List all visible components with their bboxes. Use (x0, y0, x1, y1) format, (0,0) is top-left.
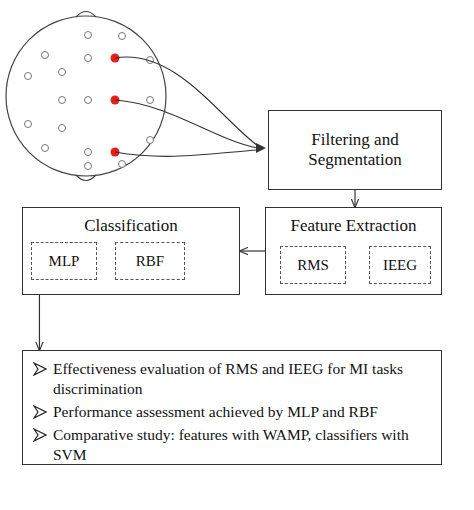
box-label: IEEG (383, 255, 417, 275)
box-label: RBF (136, 251, 164, 271)
flow-arrow (240, 250, 265, 251)
head-outline (6, 16, 166, 176)
bullet-item: Effectiveness evaluation of RMS and IEEG… (33, 359, 431, 399)
bullet-symbol (33, 428, 47, 442)
process-box: Filtering and Segmentation (268, 110, 442, 190)
process-box: ClassificationMLP RBF (22, 207, 240, 295)
flow-arrow (354, 190, 355, 207)
box-label: Filtering and Segmentation (273, 130, 437, 170)
bullet-item: Comparative study: features with WAMP, c… (33, 425, 431, 465)
box-label: RMS (297, 255, 329, 275)
method-box: RBF (115, 242, 185, 280)
bullet-item: Performance assessment achieved by MLP a… (33, 402, 431, 422)
box-label: MLP (49, 251, 80, 271)
bullet-text: Performance assessment achieved by MLP a… (53, 402, 378, 422)
process-box: Feature ExtractionRMS IEEG (265, 207, 442, 295)
method-box: RMS (280, 246, 346, 284)
active-electrodes (111, 54, 120, 157)
flow-arrow (39, 295, 40, 350)
wire-arrowhead (256, 143, 266, 153)
bullet-text: Effectiveness evaluation of RMS and IEEG… (53, 359, 431, 399)
bullet-symbol (33, 405, 47, 419)
head-ear (76, 175, 96, 181)
electrode-grid (25, 32, 154, 170)
process-box: Effectiveness evaluation of RMS and IEEG… (22, 350, 442, 465)
bullet-text: Comparative study: features with WAMP, c… (53, 425, 431, 465)
box-title: Feature Extraction (266, 216, 441, 236)
method-box: MLP (31, 242, 97, 280)
box-title: Classification (23, 216, 239, 236)
method-box: IEEG (369, 246, 431, 284)
signal-wires (115, 57, 258, 156)
bullet-symbol (33, 362, 47, 376)
head-nose (76, 12, 96, 18)
